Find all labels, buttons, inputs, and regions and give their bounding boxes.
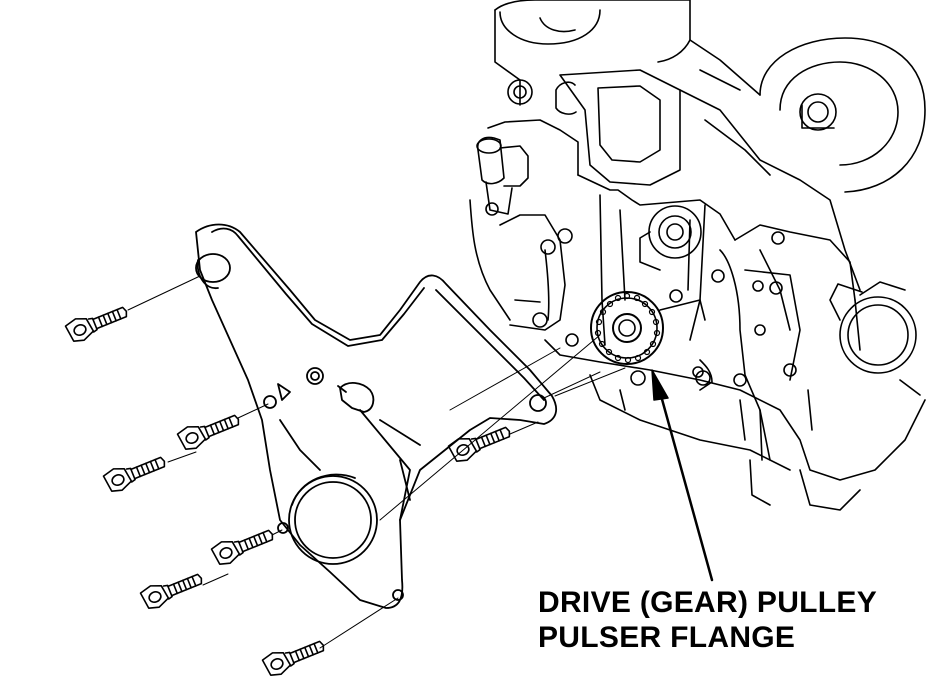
timing-belt-cover	[196, 225, 556, 609]
callout-arrow	[652, 370, 712, 580]
callout-label-drive-pulley: DRIVE (GEAR) PULLEY	[538, 586, 878, 619]
engine-block	[470, 0, 925, 510]
leader-lines	[128, 276, 625, 648]
callout-label-pulser-flange: PULSER FLANGE	[538, 621, 796, 654]
bolts	[64, 300, 513, 679]
pulser-flange	[591, 292, 663, 364]
